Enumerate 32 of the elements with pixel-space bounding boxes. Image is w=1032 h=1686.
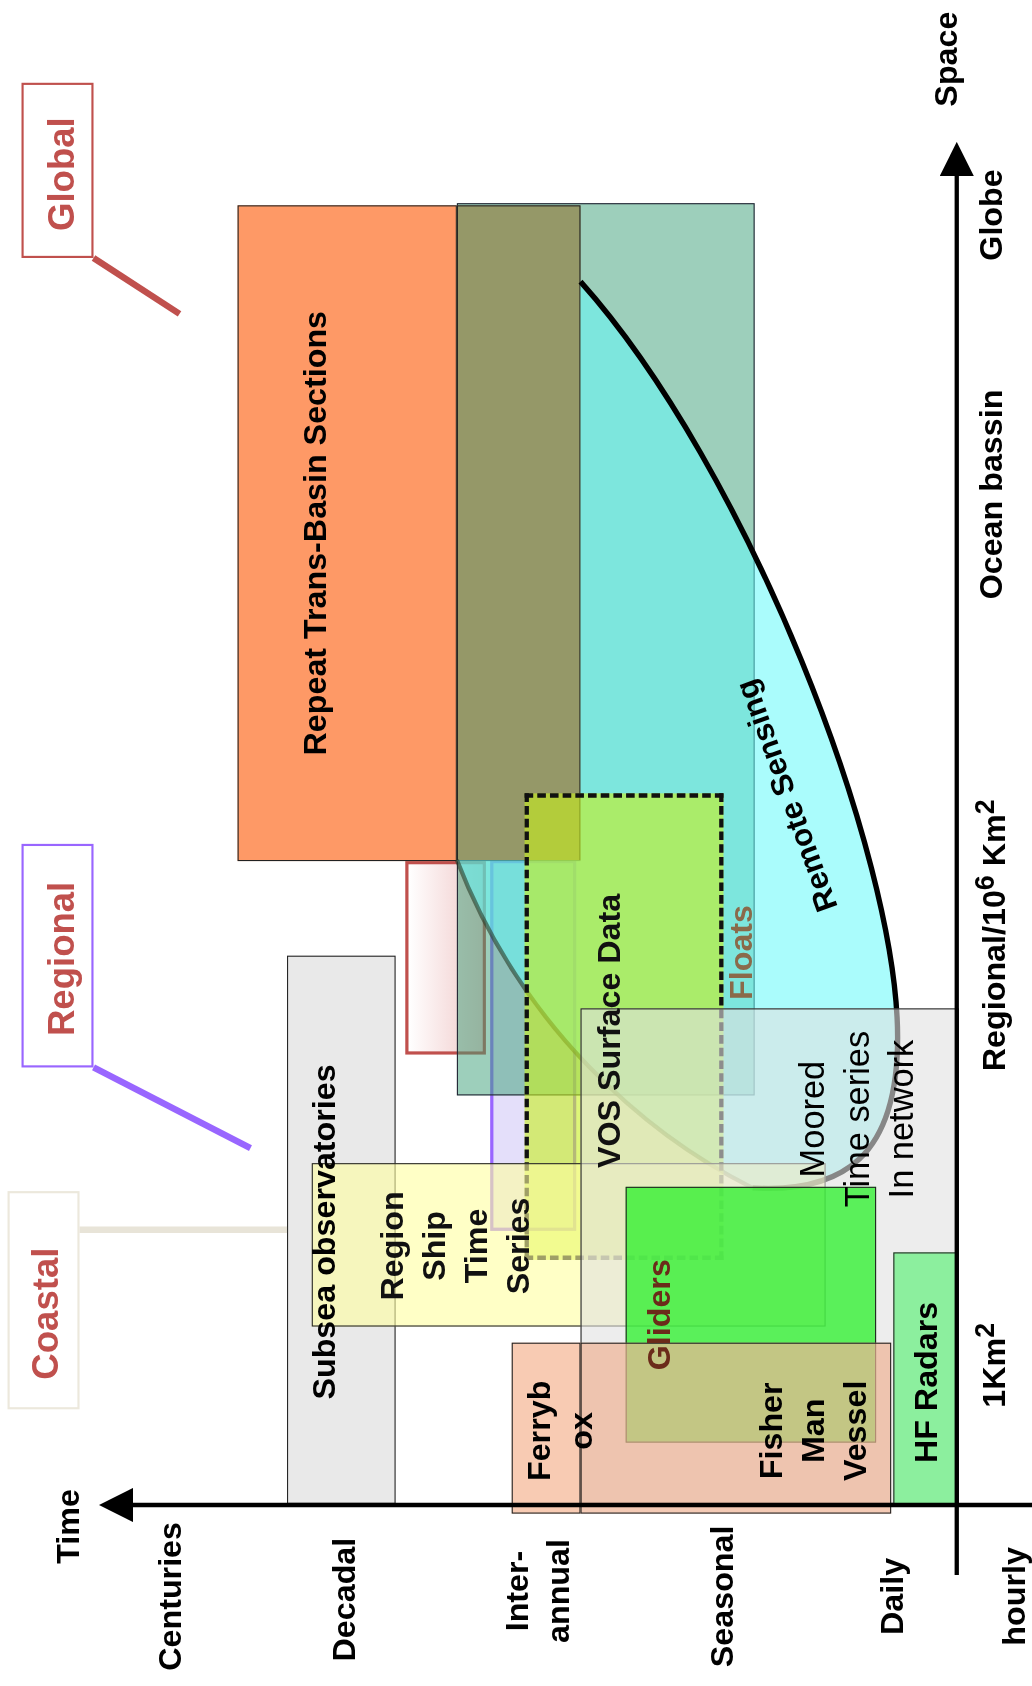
- scale-tag: [21, 843, 94, 1068]
- box-label: Region Ship Time Series: [373, 1191, 537, 1301]
- scale-tag-label: Global: [39, 117, 83, 231]
- scale-label: Centuries: [150, 1522, 189, 1671]
- scale-label: Decadal: [325, 1537, 363, 1662]
- scale-label: Seasonal: [703, 1525, 741, 1668]
- box-label: Moored Time series In network: [791, 1030, 923, 1208]
- box-label: Subsea observatories: [304, 1064, 343, 1400]
- box-label: VOS Surface Data: [589, 893, 628, 1169]
- scale-tag-label: Coastal: [23, 1247, 67, 1380]
- coverage-box: [237, 205, 457, 862]
- scale-tag: [21, 82, 94, 258]
- axis-label: Space: [927, 11, 965, 107]
- scale-label: Globe: [972, 169, 1010, 261]
- box-label: Gliders: [640, 1259, 678, 1371]
- scale-label: Ocean bassin: [972, 389, 1010, 600]
- leader-line: [91, 255, 182, 317]
- box-label: Repeat Trans-Basin Sections: [296, 310, 334, 756]
- scale-tag-label: Regional: [39, 881, 83, 1037]
- box-label: Ferryb ox: [520, 1380, 600, 1481]
- box-label: HF Radars: [906, 1301, 945, 1464]
- scale-label: Daily: [873, 1557, 911, 1635]
- coverage-box: [405, 861, 486, 1055]
- box-label: Floats: [721, 904, 760, 1000]
- scale-label: hourly: [994, 1547, 1032, 1646]
- coverage-box: [456, 204, 580, 861]
- leader-line: [79, 1226, 288, 1234]
- leader-line: [92, 1064, 252, 1151]
- axis-label: Time: [48, 1489, 87, 1564]
- scale-tag: [7, 1191, 80, 1410]
- box-label: Fisher Man Vessel: [752, 1380, 874, 1482]
- scale-label: Inter- annual: [498, 1539, 577, 1643]
